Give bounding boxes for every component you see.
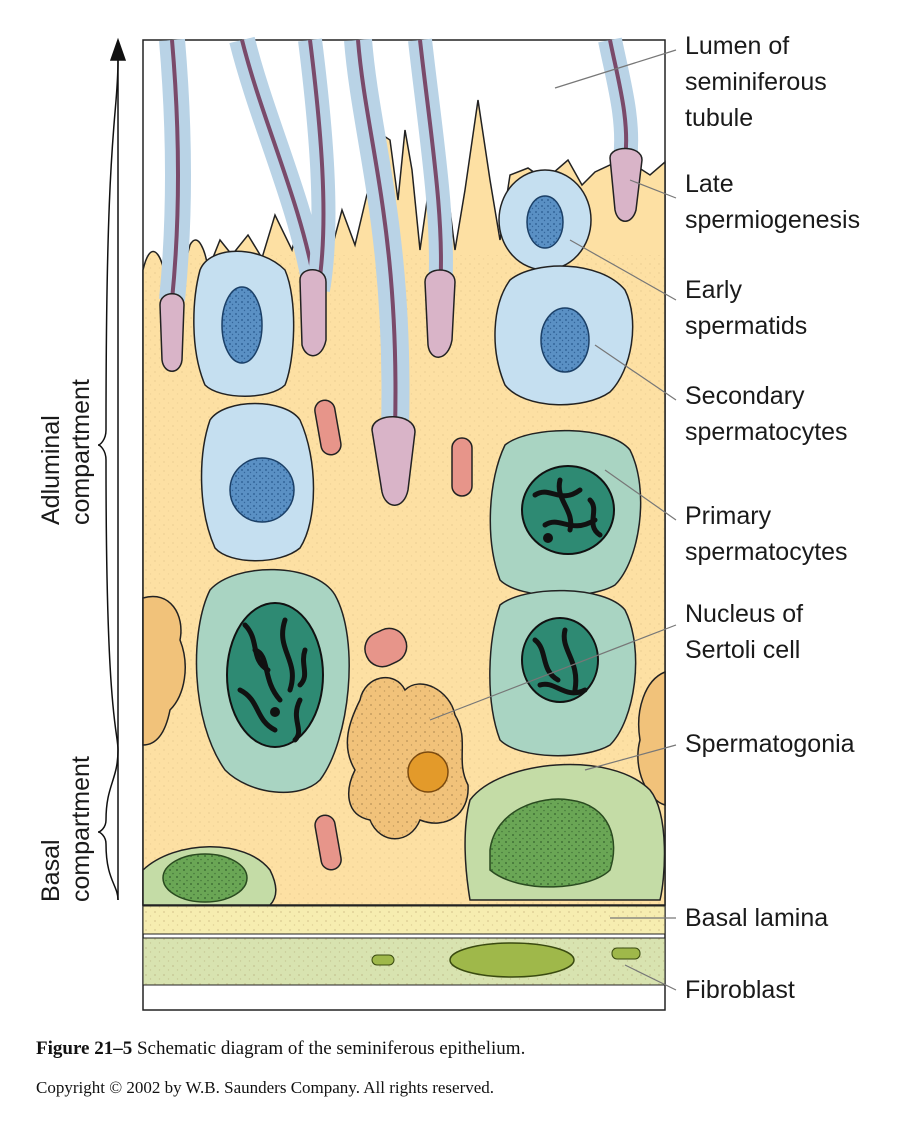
compartment-arrow [97, 37, 127, 901]
label-late-line2: spermiogenesis [685, 206, 861, 234]
label-fibroblast-text: Fibroblast [685, 976, 795, 1004]
figure-caption: Figure 21–5 Schematic diagram of the sem… [36, 1038, 525, 1060]
label-early-line1: Early [685, 276, 742, 304]
label-late-line1: Late [685, 170, 734, 198]
label-secondary-line2: spermatocytes [685, 418, 848, 446]
label-fibroblast: Fibroblast [685, 972, 795, 1008]
label-adluminal-compartment: Adluminal compartment [36, 379, 96, 525]
seminiferous-epithelium-diagram [97, 36, 677, 1011]
label-spermatogonia: Spermatogonia [685, 726, 855, 762]
label-secondary-line1: Secondary [685, 382, 805, 410]
spermatogonia [142, 763, 666, 906]
label-sertoli-nucleus: Nucleus of Sertoli cell [685, 596, 803, 668]
label-lumen-line3: tubule [685, 104, 754, 132]
primary-spermatocytes [195, 429, 642, 793]
label-basal-compartment: Basal compartment [36, 756, 96, 902]
label-primary-spermatocytes: Primary spermatocytes [685, 498, 848, 570]
fibroblast-nucleus [449, 942, 575, 978]
label-secondary-spermatocytes: Secondary spermatocytes [685, 378, 848, 450]
label-primary-line1: Primary [685, 502, 772, 530]
adluminal-line1: Adluminal [37, 415, 65, 525]
figure-number: Figure 21–5 [36, 1038, 133, 1059]
label-basal-lamina-text: Basal lamina [685, 904, 829, 932]
label-sertoli-line2: Sertoli cell [685, 636, 801, 664]
label-lumen-line2: seminiferous [685, 68, 827, 96]
sperm-heads [159, 147, 643, 506]
adluminal-line2: compartment [67, 379, 95, 525]
mitochondria [314, 399, 473, 871]
label-early-line2: spermatids [685, 312, 808, 340]
label-primary-line2: spermatocytes [685, 538, 848, 566]
label-lumen: Lumen of seminiferous tubule [685, 28, 827, 136]
label-basal-lamina: Basal lamina [685, 900, 828, 936]
sperm-tails [159, 36, 639, 431]
copyright-notice: Copyright © 2002 by W.B. Saunders Compan… [36, 1078, 495, 1097]
label-late-spermiogenesis: Late spermiogenesis [685, 166, 860, 238]
caption-text: Schematic diagram of the seminiferous ep… [132, 1038, 526, 1059]
label-sertoli-line1: Nucleus of [685, 600, 804, 628]
label-spermatogonia-text: Spermatogonia [685, 730, 855, 758]
sertoli-nucleus [346, 676, 469, 840]
leader-lines [429, 49, 677, 991]
label-lumen-line1: Lumen of [685, 32, 790, 60]
spermatids-and-secondary-spermatocytes [193, 169, 634, 562]
basal-line1: Basal [37, 839, 65, 902]
sertoli-edge-left [142, 595, 186, 746]
basal-line2: compartment [67, 756, 95, 902]
label-early-spermatids: Early spermatids [685, 272, 807, 344]
